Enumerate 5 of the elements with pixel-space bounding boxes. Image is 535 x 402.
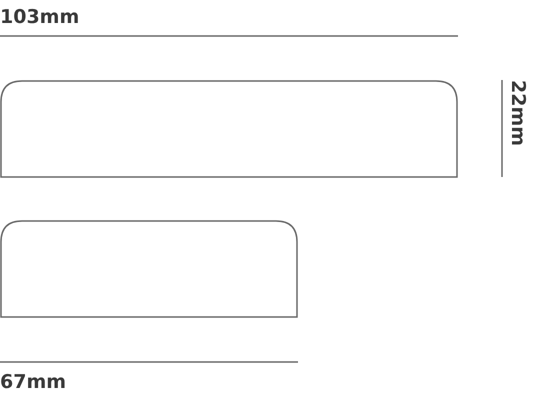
dimension-label: 22mm [508,80,527,146]
profile-outline [0,80,458,178]
dimension-label: 103mm [0,8,80,27]
dimension-label: 67mm [0,373,66,392]
profile-outline [0,220,298,318]
